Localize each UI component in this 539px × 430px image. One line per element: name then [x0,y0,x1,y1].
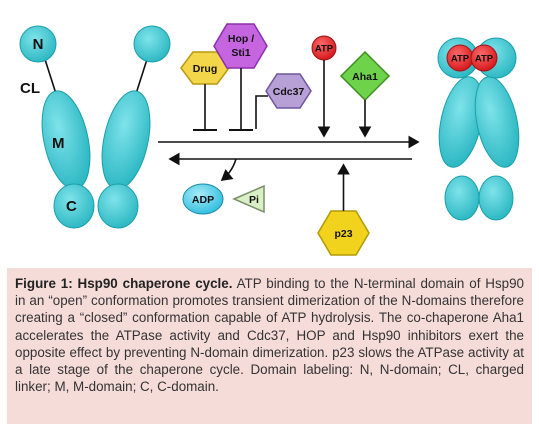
hsp90-cycle-diagram: N CL M C Drug Hop / Sti1 Cdc37 ATP [19,23,520,256]
adp-ellipse [182,183,224,215]
pi-node: Pi [232,184,265,214]
caption-body: ATP binding to the N-terminal domain of … [15,276,524,395]
p23-label: p23 [334,228,352,240]
open-hsp90-dimer: N CL M C [19,25,171,229]
c-domain-right [97,183,139,229]
cycle-arrows [158,135,420,181]
label-c-domain: C [66,198,77,215]
aha1-node: Aha1 [339,50,391,138]
m-domain-left [41,90,91,190]
cdc37-inhibition-line [255,95,268,129]
p23-node: p23 [317,163,370,256]
bound-atp-right [470,44,498,72]
hop-sti1-label-line2: Sti1 [231,47,250,59]
c-domain-left [53,183,95,229]
caption-title: Figure 1: Hsp90 chaperone cycle. [15,276,233,291]
adp-label: ADP [192,194,214,206]
n-domain-left [19,25,57,63]
cdc37-label: Cdc37 [273,86,305,98]
label-m-domain: M [52,135,65,152]
pi-triangle [232,184,265,214]
aha1-label: Aha1 [352,71,378,83]
bound-atp-right-label: ATP [475,54,494,65]
closed-c-domain-left [444,175,480,221]
adp-node: ADP [182,183,224,215]
cdc37-hexagon [265,73,312,109]
m-domain-right [101,90,151,190]
hop-sti1-hexagon [213,23,268,69]
drug-label: Drug [193,63,218,75]
p23-hexagon [317,210,370,256]
label-n-domain: N [33,36,44,53]
closed-m-domain-right [474,76,520,168]
bound-atp-left-label: ATP [451,54,470,65]
closed-hsp90-dimer: ATP ATP [437,37,520,221]
cdc37-node: Cdc37 [255,73,312,129]
hop-sti1-node: Hop / Sti1 [213,23,268,131]
label-charged-linker: CL [20,80,40,97]
pi-label: Pi [249,194,259,206]
n-domain-right [133,25,171,63]
atp-label: ATP [315,44,334,55]
hop-sti1-label-line1: Hop / [228,33,254,45]
figure-caption: Figure 1: Hsp90 chaperone cycle. ATP bin… [7,268,532,424]
closed-c-domain-right [478,175,514,221]
drug-node: Drug [180,51,230,131]
atp-node: ATP [311,35,337,138]
adp-release-arrow [220,158,237,181]
